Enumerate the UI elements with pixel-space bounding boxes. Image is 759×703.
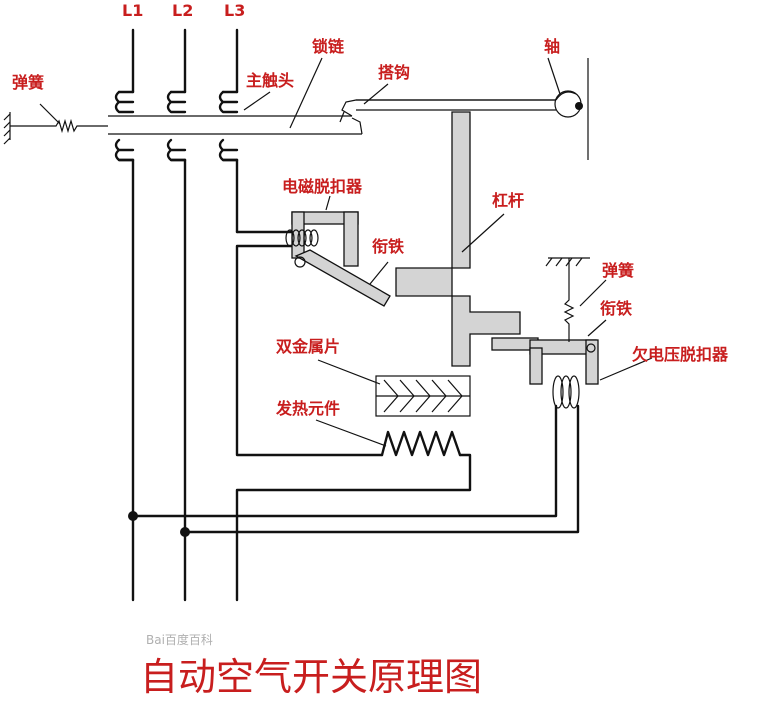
contact-l3: [218, 90, 239, 162]
electromagnetic-release: [285, 211, 391, 307]
diagram-title: 自动空气开关原理图: [140, 655, 482, 699]
phase-label-l3: L3: [224, 1, 245, 20]
label-bimetal-strip: 双金属片: [276, 337, 340, 356]
magnetic-coil: [285, 229, 319, 247]
bimetal-strip: [375, 375, 471, 417]
undervoltage-coil: [552, 375, 580, 409]
label-lever: 杠杆: [492, 191, 524, 210]
shaft: [554, 58, 589, 160]
watermark: Bai百度百科: [146, 632, 213, 647]
label-hook: 搭钩: [378, 63, 410, 82]
label-armature-2: 衔铁: [600, 299, 632, 318]
label-spring-right: 弹簧: [602, 261, 634, 280]
phase-label-l1: L1: [122, 1, 143, 20]
heating-element: [380, 430, 462, 457]
phase-label-l2: L2: [172, 1, 193, 20]
contact-l1: [114, 90, 135, 162]
left-spring: [3, 112, 108, 145]
leader-lines: [39, 57, 653, 447]
label-armature-1: 衔铁: [372, 237, 404, 256]
contact-l2: [166, 90, 187, 162]
shaft-pin: [575, 102, 583, 110]
label-electromagnetic-release: 电磁脱扣器: [282, 177, 363, 196]
junction-l2: [180, 527, 190, 537]
label-lock-chain: 锁链: [312, 37, 345, 56]
label-main-contact: 主触头: [246, 71, 294, 90]
junction-l1: [128, 511, 138, 521]
lock-chain-bar: [108, 99, 556, 135]
armature-1: [294, 249, 391, 307]
undervoltage-release: [131, 257, 599, 534]
label-spring-left: 弹簧: [12, 73, 44, 92]
label-shaft: 轴: [544, 37, 560, 56]
phase-lines: [131, 28, 472, 602]
label-heating-element: 发热元件: [275, 399, 340, 418]
label-undervoltage-release: 欠电压脱扣器: [632, 345, 729, 364]
main-contacts: [114, 90, 239, 162]
lever: [395, 111, 521, 367]
armature-1-pivot: [294, 256, 306, 268]
